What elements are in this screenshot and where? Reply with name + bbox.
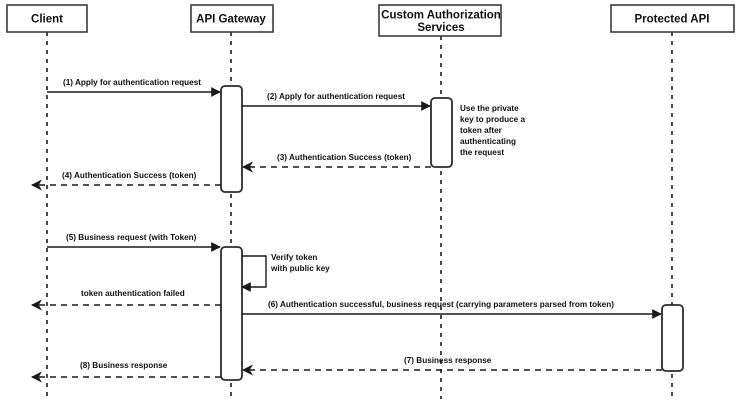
participant-label-protected_api: Protected API (635, 14, 710, 26)
message-label-m5: (5) Business request (with Token) (66, 233, 197, 242)
message-label-m7: (7) Business response (404, 356, 492, 365)
lifelines-layer (46, 32, 673, 399)
participant-box-protected_api[interactable] (610, 4, 735, 33)
notes-layer: Use the private key to produce a token aft… (460, 104, 526, 157)
participant-box-client[interactable] (6, 4, 88, 33)
note-text-note-private-key: Use the private (460, 104, 519, 113)
participant-headers-layer: Client API Gateway Custom AuthorizationSer… (6, 4, 735, 37)
message-label-m2: (2) Apply for authentication request (267, 92, 405, 101)
note-text-note-private-key: token after (460, 126, 503, 135)
self-message-label-self-verify: Verify token (271, 253, 317, 262)
participant-label-custom_auth: Services (417, 22, 464, 34)
note-text-note-private-key: the request (460, 148, 504, 157)
note-text-note-private-key: authenticating (460, 137, 516, 146)
message-label-m6: (6) Authentication successful, business … (268, 300, 614, 309)
participant-box-custom_auth[interactable] (378, 4, 502, 37)
activation-bar-gw-business[interactable] (220, 246, 243, 381)
participant-box-api_gateway[interactable] (190, 4, 274, 33)
self-message-label-self-verify: with public key (270, 264, 330, 273)
message-label-m1: (1) Apply for authentication request (63, 78, 201, 87)
note-text-note-private-key: key to produce a (460, 115, 526, 124)
message-label-m3: (3) Authentication Success (token) (277, 153, 412, 162)
activation-bar-api-business[interactable] (661, 304, 684, 372)
participant-label-custom_auth: Custom Authorization (381, 9, 501, 21)
message-label-m8: (8) Business response (80, 361, 168, 370)
activation-bar-gw-auth[interactable] (220, 85, 243, 193)
message-label-m4: (4) Authentication Success (token) (62, 171, 197, 180)
participant-label-api_gateway: API Gateway (196, 14, 266, 26)
message-label-m-fail: token authentication failed (81, 289, 185, 298)
activations-layer (220, 85, 684, 381)
participant-label-client: Client (31, 14, 63, 26)
messages-layer: (1) Apply for authentication request (2) … (30, 78, 662, 383)
self-message-arrow-self-verify[interactable] (241, 255, 267, 292)
activation-bar-auth-svc[interactable] (430, 97, 453, 168)
